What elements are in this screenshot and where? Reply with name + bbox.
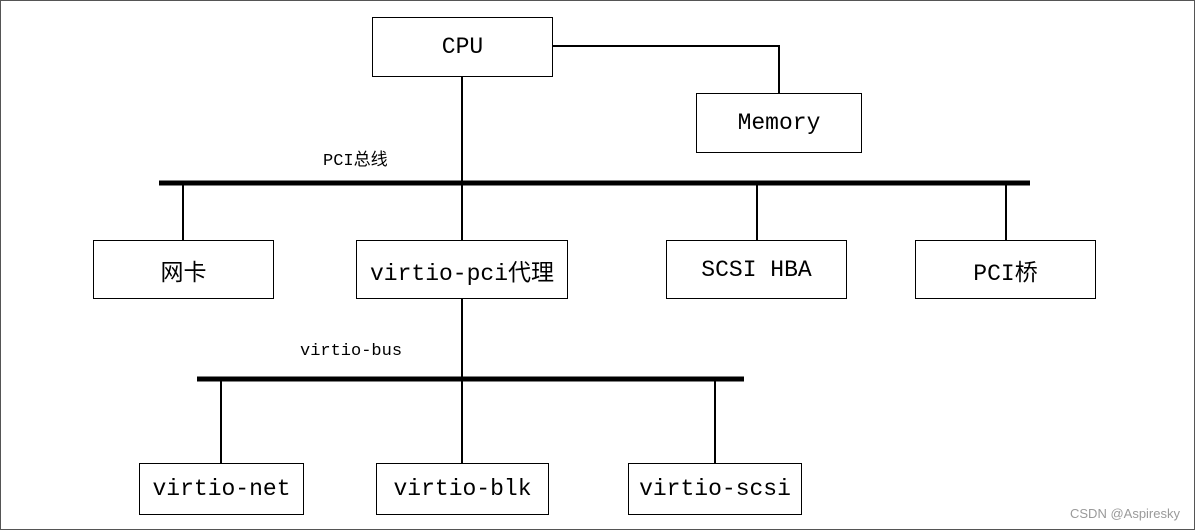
node-nic: 网卡 bbox=[93, 240, 274, 299]
node-virtio-scsi: virtio-scsi bbox=[628, 463, 802, 515]
edge-cpu-memory bbox=[553, 45, 780, 93]
node-pci-bridge: PCI桥 bbox=[915, 240, 1096, 299]
pci-bus-label: PCI总线 bbox=[323, 152, 388, 171]
node-memory: Memory bbox=[696, 93, 862, 153]
node-virtio-pci: virtio-pci代理 bbox=[356, 240, 568, 299]
node-scsi-hba: SCSI HBA bbox=[666, 240, 847, 299]
watermark-text: CSDN @Aspiresky bbox=[1070, 506, 1180, 521]
node-cpu: CPU bbox=[372, 17, 553, 77]
virtio-bus-label: virtio-bus bbox=[300, 342, 403, 361]
node-virtio-net: virtio-net bbox=[139, 463, 304, 515]
node-virtio-blk: virtio-blk bbox=[376, 463, 549, 515]
